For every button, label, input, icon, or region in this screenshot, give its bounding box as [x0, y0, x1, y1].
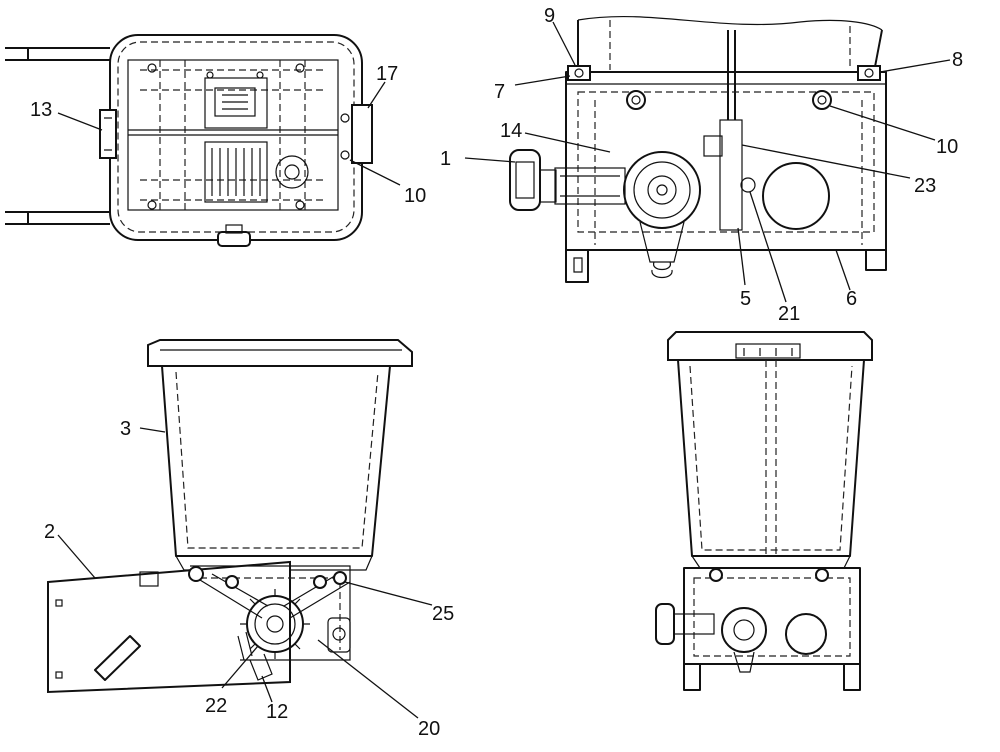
leader-lines — [57, 21, 951, 719]
callout-10-top-left: 10 — [404, 185, 426, 207]
callout-12: 12 — [266, 701, 288, 723]
top-view — [5, 34, 373, 247]
callout-3: 3 — [120, 418, 131, 440]
callout-7: 7 — [494, 81, 505, 103]
callout-2: 2 — [44, 521, 55, 543]
callout-20: 20 — [418, 718, 440, 740]
callout-10-right: 10 — [936, 136, 958, 158]
callout-14: 14 — [500, 120, 522, 142]
callout-9: 9 — [544, 5, 555, 27]
front-view-base — [509, 15, 887, 283]
callout-21: 21 — [778, 303, 800, 325]
front-view-full — [655, 331, 873, 691]
callout-25: 25 — [432, 603, 454, 625]
callout-13: 13 — [30, 99, 52, 121]
callout-22: 22 — [205, 695, 227, 717]
callout-8: 8 — [952, 49, 963, 71]
callout-23: 23 — [914, 175, 936, 197]
side-view — [47, 339, 413, 694]
callouts: 9 8 7 17 13 14 10 1 23 10 5 21 6 3 2 25 … — [30, 5, 963, 740]
callout-6: 6 — [846, 288, 857, 310]
callout-17: 17 — [376, 63, 398, 85]
callout-1: 1 — [440, 148, 451, 170]
callout-5: 5 — [740, 288, 751, 310]
